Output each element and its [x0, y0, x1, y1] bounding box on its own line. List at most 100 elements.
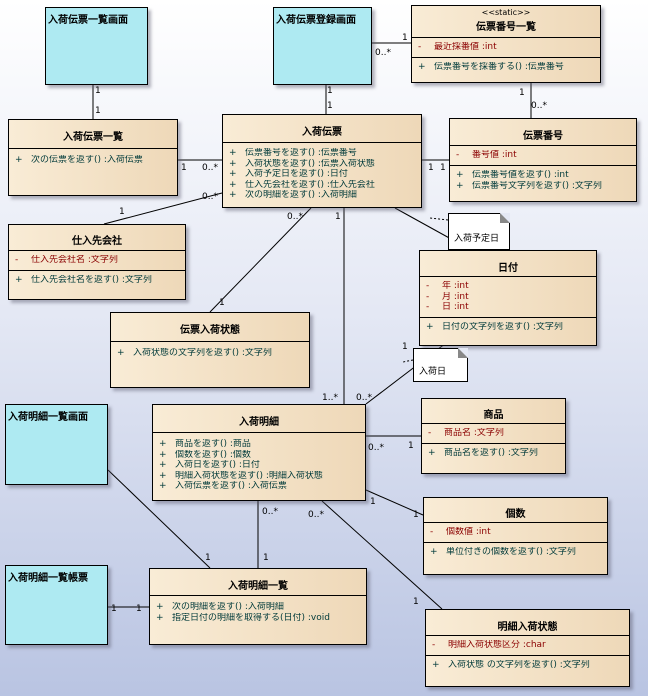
operation-row: +入荷伝票を返す() :入荷伝票	[159, 481, 287, 491]
class-name: 入荷明細一覧帳票	[8, 573, 88, 584]
attribute-row: -明細入荷状態区分 :char	[432, 640, 546, 650]
class-name: 日付	[420, 251, 596, 277]
class-name: 商品	[422, 399, 565, 424]
class-attributes: -商品名 :文字列	[422, 424, 565, 444]
operation-row: +伝票番号を返す() :伝票番号	[229, 148, 357, 158]
multiplicity-label: 0..*	[202, 163, 218, 173]
operation-row: +次の明細を返す() :入荷明細	[156, 602, 284, 612]
class-name: 入荷明細一覧画面	[8, 412, 88, 423]
multiplicity-label: 1	[111, 604, 117, 614]
edge-denpyo-jotai	[209, 207, 312, 313]
operation-row: +日付の文字列を返す() :文字列	[426, 321, 563, 332]
class-operations: +次の伝票を返す() :入荷伝票	[9, 149, 177, 170]
operation-row: +入荷予定日を返す() :日付	[229, 169, 348, 179]
class-name: 入荷伝票登録画面	[276, 15, 356, 26]
class-name: <<static>> 伝票番号一覧	[412, 6, 600, 38]
multiplicity-label: 1	[408, 441, 414, 451]
class-operations: +商品を返す() :商品 +個数を返す() :個数 +入荷日を返す() :日付 …	[153, 433, 365, 496]
class-stereotype: <<static>>	[481, 8, 531, 17]
multiplicity-label: 1	[219, 298, 225, 308]
class-nyuka-denpyo-ichiran[interactable]: 入荷伝票一覧 +次の伝票を返す() :入荷伝票	[8, 119, 178, 196]
class-operations: +伝票番号を返す() :伝票番号 +入荷状態を返す() :伝票入荷状態 +入荷予…	[223, 143, 421, 205]
class-name: 仕入先会社	[9, 225, 185, 251]
class-nyuka-denpyo[interactable]: 入荷伝票 +伝票番号を返す() :伝票番号 +入荷状態を返す() :伝票入荷状態…	[222, 114, 422, 208]
attribute-row: -最近採番値 :int	[418, 42, 497, 52]
class-shiiresaki-kaisha[interactable]: 仕入先会社 -仕入先会社名 :文字列 +仕入先会社名を返す() :文字列	[8, 224, 186, 300]
note-nyuka-yoteibi[interactable]: 入荷予定日	[448, 213, 510, 250]
class-denpyo-bango[interactable]: 伝票番号 -番号値 :int +伝票番号値を返す() :int +伝票番号文字列…	[449, 118, 637, 202]
class-hizuke[interactable]: 日付 -年 :int -月 :int -日 :int +日付の文字列を返す() …	[419, 250, 597, 346]
note-link-yoteibi	[429, 217, 449, 221]
class-meisai-nyuka-jotai[interactable]: 明細入荷状態 -明細入荷状態区分 :char +入荷状態 の文字列を返す() :…	[425, 609, 630, 687]
multiplicity-label: 1	[440, 163, 446, 173]
multiplicity-label: 1	[370, 497, 376, 507]
class-name: 個数	[424, 498, 607, 523]
class-shohin[interactable]: 商品 -商品名 :文字列 +商品名を返す() :文字列	[421, 398, 566, 474]
note-nyukabi[interactable]: 入荷日	[413, 348, 468, 382]
class-nyuka-denpyo-ichiran-gamen[interactable]: 入荷伝票一覧画面	[45, 7, 148, 85]
operation-row: +指定日付の明細を取得する(日付) :void	[156, 613, 330, 623]
edge-meisai-kosu	[365, 489, 424, 516]
attribute-row: -年 :int	[426, 281, 469, 291]
operation-row: +伝票番号文字列を返す() :文字列	[456, 181, 602, 191]
class-nyuka-meisai-ichiran[interactable]: 入荷明細一覧 +次の明細を返す() :入荷明細 +指定日付の明細を取得する(日付…	[149, 568, 367, 645]
multiplicity-label: 1	[335, 212, 341, 222]
attribute-row: -個数値 :int	[430, 527, 491, 537]
multiplicity-label: 1	[327, 101, 333, 111]
note-text: 入荷日	[419, 367, 447, 377]
class-operations: +伝票番号を採番する() :伝票番号	[412, 58, 600, 77]
class-operations: +入荷状態の文字列を返す() :文字列	[111, 342, 309, 363]
class-nyuka-meisai[interactable]: 入荷明細 +商品を返す() :商品 +個数を返す() :個数 +入荷日を返す()…	[152, 404, 366, 501]
attribute-row: -仕入先会社名 :文字列	[15, 255, 118, 265]
note-fold	[500, 213, 510, 223]
class-operations: +単位付きの個数を返す() :文字列	[424, 543, 607, 562]
multiplicity-label: 1	[181, 163, 187, 173]
class-operations: +次の明細を返す() :入荷明細 +指定日付の明細を取得する(日付) :void	[150, 596, 366, 628]
operation-row: +個数を返す() :個数	[159, 449, 251, 460]
class-name: 明細入荷状態	[426, 610, 629, 636]
edge-denpyo-shiiresaki	[103, 192, 223, 225]
attribute-row: -日 :int	[426, 302, 469, 312]
class-attributes: -最近採番値 :int	[412, 38, 600, 58]
multiplicity-label: 1	[95, 86, 101, 96]
multiplicity-label: 0..*	[356, 393, 372, 403]
operation-row: +商品を返す() :商品	[159, 439, 251, 449]
multiplicity-label: 1	[136, 604, 142, 614]
class-nyuka-meisai-ichiran-gamen[interactable]: 入荷明細一覧画面	[5, 404, 108, 485]
edge-meisai-meisaijotai	[321, 500, 443, 610]
attribute-row: -商品名 :文字列	[428, 428, 504, 438]
note-fold	[458, 348, 468, 358]
multiplicity-label: 1	[95, 106, 101, 116]
class-nyuka-meisai-ichiran-chohyo[interactable]: 入荷明細一覧帳票	[5, 565, 108, 645]
note-link-nyukabi	[402, 359, 414, 363]
multiplicity-label: 1	[263, 553, 269, 563]
class-operations: +伝票番号値を返す() :int +伝票番号文字列を返す() :文字列	[450, 166, 636, 196]
operation-row: +伝票番号値を返す() :int	[456, 170, 569, 180]
class-name: 入荷伝票一覧	[9, 120, 177, 149]
multiplicity-label: 1	[327, 86, 333, 96]
attribute-row: -番号値 :int	[456, 150, 517, 160]
class-kosu[interactable]: 個数 -個数値 :int +単位付きの個数を返す() :文字列	[423, 497, 608, 575]
operation-row: +仕入先会社名を返す() :文字列	[15, 275, 152, 285]
class-operations: +入荷状態 の文字列を返す() :文字列	[426, 656, 629, 675]
attribute-row: -月 :int	[426, 291, 469, 302]
class-denpyo-nyuka-jotai[interactable]: 伝票入荷状態 +入荷状態の文字列を返す() :文字列	[110, 312, 310, 388]
operation-row: +商品名を返す() :文字列	[428, 448, 538, 458]
multiplicity-label: 1	[119, 207, 125, 217]
operation-row: +入荷状態の文字列を返す() :文字列	[117, 348, 272, 358]
class-denpyo-bango-ichiran[interactable]: <<static>> 伝票番号一覧 -最近採番値 :int +伝票番号を採番する…	[411, 5, 601, 83]
class-attributes: -個数値 :int	[424, 523, 607, 543]
edge-meisaigamen-meisaiichiran	[107, 469, 211, 569]
operation-row: +入荷状態 の文字列を返す() :文字列	[432, 660, 590, 670]
class-name: 入荷伝票	[223, 115, 421, 143]
class-name: 伝票番号	[450, 119, 636, 146]
multiplicity-label: 1	[428, 163, 434, 173]
class-attributes: -年 :int -月 :int -日 :int	[420, 277, 596, 318]
class-operations: +商品名を返す() :文字列	[422, 444, 565, 463]
multiplicity-label: 0..*	[287, 212, 303, 222]
multiplicity-label: 0..*	[262, 507, 278, 517]
class-nyuka-denpyo-toroku-gamen[interactable]: 入荷伝票登録画面	[273, 7, 372, 85]
operation-row: +仕入先会社を返す() :仕入先会社	[229, 179, 375, 190]
operation-row: +入荷日を返す() :日付	[159, 460, 260, 470]
